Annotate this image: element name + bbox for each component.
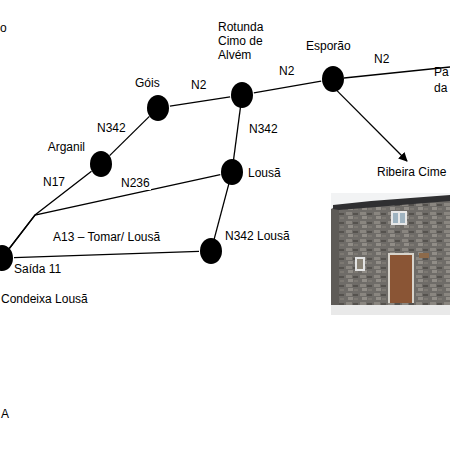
house-illustration [331, 193, 450, 315]
road-number: N342 [248, 123, 279, 136]
road-line [170, 97, 230, 106]
road-number: A13 – Tomar/ Lousã [52, 231, 161, 244]
junction-dot: N342 Lousã [200, 238, 222, 264]
road-line [14, 251, 199, 257]
place-name: Ribeira Cime [377, 165, 446, 179]
direction-arrow [337, 90, 407, 161]
exit-dot: Saída 11Condeixa Lousã [0, 245, 13, 271]
place-name: Esporão [306, 39, 351, 53]
road-number: N2 [190, 79, 207, 92]
road-number: N342 [96, 122, 127, 135]
place-name: Saída 11 [14, 262, 61, 276]
place-name: Lousã [248, 166, 281, 180]
house-photo: Ribeira Cime [331, 193, 450, 315]
road-number: N17 [42, 176, 66, 189]
junction-dot: Rotunda Cimo de Alvém [231, 82, 253, 108]
junction-dot: Esporão [322, 66, 344, 92]
road-line [234, 107, 241, 160]
road-line [254, 81, 321, 93]
town-dot: Arganil [90, 151, 112, 177]
cut-text: Pa [434, 65, 449, 79]
road-line [9, 175, 220, 249]
road-number: N236 [120, 177, 151, 190]
road-number: N2 [278, 65, 295, 78]
cut-text: da [434, 81, 447, 95]
road-number: N2 [374, 52, 389, 66]
place-name: Arganil [48, 140, 85, 154]
town-dot: Lousã [221, 159, 243, 185]
cut-text: o [0, 21, 7, 35]
town-dot: Góis [147, 95, 169, 121]
place-name: Góis [135, 76, 160, 90]
place-name: Rotunda Cimo de Alvém [218, 20, 278, 62]
cut-text: A [1, 407, 9, 421]
place-name: Condeixa Lousã [1, 292, 88, 306]
place-name: N342 Lousã [225, 229, 290, 243]
